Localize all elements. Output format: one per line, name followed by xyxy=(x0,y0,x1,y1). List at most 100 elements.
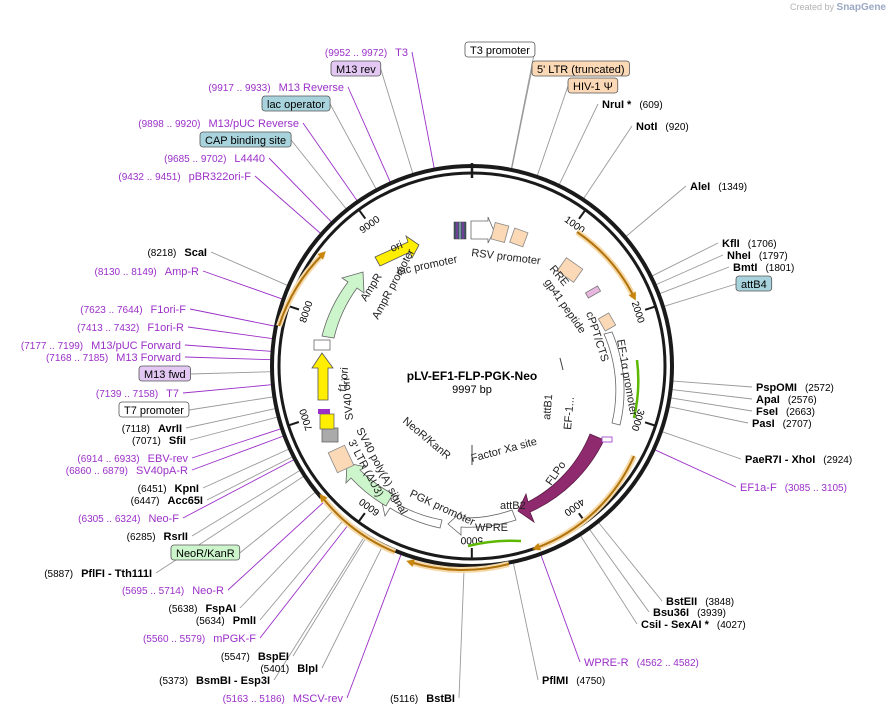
annotation-label-rsrii: RsrII xyxy=(164,531,188,543)
leader-f1ori-r xyxy=(187,326,274,340)
feature-t7-stripes xyxy=(318,409,330,414)
feature-label-neokanr: NeoR/KanR xyxy=(400,415,453,462)
feature-label-wpre: WPRE xyxy=(475,522,508,534)
annotation-label-lac-operator: lac operator xyxy=(267,99,325,111)
annotation-label-t7: T7 xyxy=(166,388,179,400)
leader-t3-promoter xyxy=(510,49,536,170)
annotation-label-csii: CsiI - SexAI * xyxy=(641,619,710,631)
map-length: 9997 bp xyxy=(452,384,492,396)
annotation-coord-bmti: (1801) xyxy=(765,263,794,274)
annotation-mpgk-f: mPGK-F(5560 .. 5579) xyxy=(143,633,256,645)
annotation-coord-f1ori-r: (7413 .. 7432) xyxy=(77,323,139,334)
leader-m13-forward xyxy=(184,356,273,361)
annotation-coord-m13-forward: (7168 .. 7185) xyxy=(46,353,108,364)
annotation-coord-amp-r: (8130 .. 8149) xyxy=(95,267,157,278)
annotation-coord-wpre-r: (4562 .. 4582) xyxy=(637,658,699,669)
annotation-coord-fsei: (2663) xyxy=(786,407,815,418)
annotation-box-m13-rev xyxy=(330,60,382,77)
leader-ltr5 xyxy=(511,68,533,171)
annotation-coord-sv40pa-r: (6860 .. 6879) xyxy=(66,466,128,477)
leader-apai xyxy=(670,388,753,400)
annotation-label-bmti: BmtI xyxy=(733,262,757,274)
orf-arrows xyxy=(278,231,636,571)
annotation-pflfi: PflFI - Tth111I(5887) xyxy=(44,568,152,580)
annotation-coord-m13-puc-reverse: (9898 .. 9920) xyxy=(138,119,200,130)
leader-t7-promoter xyxy=(188,396,275,411)
leader-mscv-rev xyxy=(346,553,402,699)
annotation-coord-bsmbi: (5373) xyxy=(159,676,188,687)
annotation-bsu36i: Bsu36I(3939) xyxy=(653,607,726,619)
annotation-label-bspei: BspEI xyxy=(258,651,289,663)
leader-ebv-rev xyxy=(191,428,283,459)
annotation-label-pmli: PmlI xyxy=(233,615,256,627)
annotation-fsei: FseI(2663) xyxy=(756,406,815,418)
leader-sfii xyxy=(189,416,279,441)
annotation-label-neokanr: NeoR/KanR xyxy=(176,548,235,560)
leader-hiv1 xyxy=(536,85,569,177)
leader-f1ori-f xyxy=(189,308,277,327)
annotation-nrui: NruI *(609) xyxy=(602,99,663,111)
leader-amp-r xyxy=(202,270,284,300)
annotation-neo-f: Neo-F(6305 .. 6324) xyxy=(78,513,179,525)
leader-kfli xyxy=(650,242,719,277)
annotation-box-neokanr xyxy=(170,544,241,561)
annotation-m13-reverse: M13 Reverse(9917 .. 9933) xyxy=(208,82,344,94)
annotation-label-kpni: KpnI xyxy=(175,483,199,495)
annotation-nhei: NheI(1797) xyxy=(727,250,788,262)
annotation-coord-blpi: (5401) xyxy=(260,664,289,675)
annotation-wpre-r: WPRE-R (4562 .. 4582) xyxy=(584,657,699,669)
annotation-sv40pa-r: SV40pA-R(6860 .. 6879) xyxy=(66,465,188,477)
annotation-label-wpre-r: WPRE-R xyxy=(584,657,629,669)
feature-label-factor-xa: Factor Xa site xyxy=(470,436,539,465)
feature-label-sv40-ori: SV40 ori xyxy=(340,378,356,421)
annotation-attb4: attB4 xyxy=(735,275,773,292)
credit-brand: SnapGene xyxy=(836,2,886,13)
orf-arc-1 xyxy=(575,229,637,299)
annotation-ef1a-f: EF1a-F(3085 .. 3105) xyxy=(740,482,847,494)
annotation-label-psp: PspOMI xyxy=(756,382,797,394)
feature-cppt-box xyxy=(597,312,617,332)
feature-gp41-box xyxy=(584,285,602,299)
tick-label-4000: 4000 xyxy=(561,496,586,518)
annotation-kfli: KflI(1706) xyxy=(722,238,777,250)
attb1-marker xyxy=(559,357,564,371)
annotation-kpni: KpnI(6451) xyxy=(138,483,199,495)
annotation-box-t3-promoter xyxy=(464,41,536,58)
leader-noti xyxy=(582,125,633,200)
annotation-pasi: PasI(2707) xyxy=(752,418,812,430)
annotation-label-f1ori-r: F1ori-R xyxy=(147,322,184,334)
feature-sv40-ori-box xyxy=(319,413,335,430)
leader-m13-fwd xyxy=(190,371,273,375)
feature-attb1-stripes xyxy=(601,436,613,443)
annotation-label-sfii: SfiI xyxy=(169,435,186,447)
annotation-fspai: FspAI(5638) xyxy=(169,603,236,615)
annotation-sfii: SfiI(7071) xyxy=(132,435,186,447)
feature-ori-arrow xyxy=(374,234,420,267)
leader-m13-puc-reverse xyxy=(302,122,359,203)
leader-m13-puc-forward xyxy=(184,344,273,352)
annotation-label-bsmbi: BsmBI - Esp3I xyxy=(196,675,270,687)
annotation-label-mscv-rev: MSCV-rev xyxy=(293,693,344,705)
leader-bsu36i xyxy=(588,528,650,613)
feature-neo-arrow xyxy=(345,462,394,507)
annotation-coord-psp: (2572) xyxy=(805,383,834,394)
feature-ampr-promoter-box xyxy=(313,339,331,351)
annotation-label-ef1a-f: EF1a-F xyxy=(740,482,777,494)
feature-label-rsv-promoter: RSV promoter xyxy=(471,247,542,267)
annotation-csii: CsiI - SexAI *(4027) xyxy=(641,619,746,631)
leader-bspei xyxy=(292,535,368,657)
annotation-psp: PspOMI (2572) xyxy=(756,382,834,394)
leader-nrui xyxy=(558,103,599,186)
feature-label-ori: ori xyxy=(389,239,405,255)
annotation-bsmbi: BsmBI - Esp3I (5373) xyxy=(159,675,270,687)
feature-label-pgk-promoter: PGK promoter xyxy=(408,488,477,529)
annotation-label-bstbi: BstBI xyxy=(426,693,455,705)
feature-f1-ori-arrow xyxy=(311,352,334,401)
annotation-scai: ScaI(8218) xyxy=(147,247,207,259)
annotation-label-m13-fwd: M13 fwd xyxy=(144,369,186,381)
tick-label-2000: 2000 xyxy=(629,300,646,325)
annotation-coord-ebv-rev: (6914 .. 6933) xyxy=(77,454,139,465)
annotation-m13-rev: M13 rev xyxy=(330,60,382,77)
leader-t7 xyxy=(182,384,273,394)
